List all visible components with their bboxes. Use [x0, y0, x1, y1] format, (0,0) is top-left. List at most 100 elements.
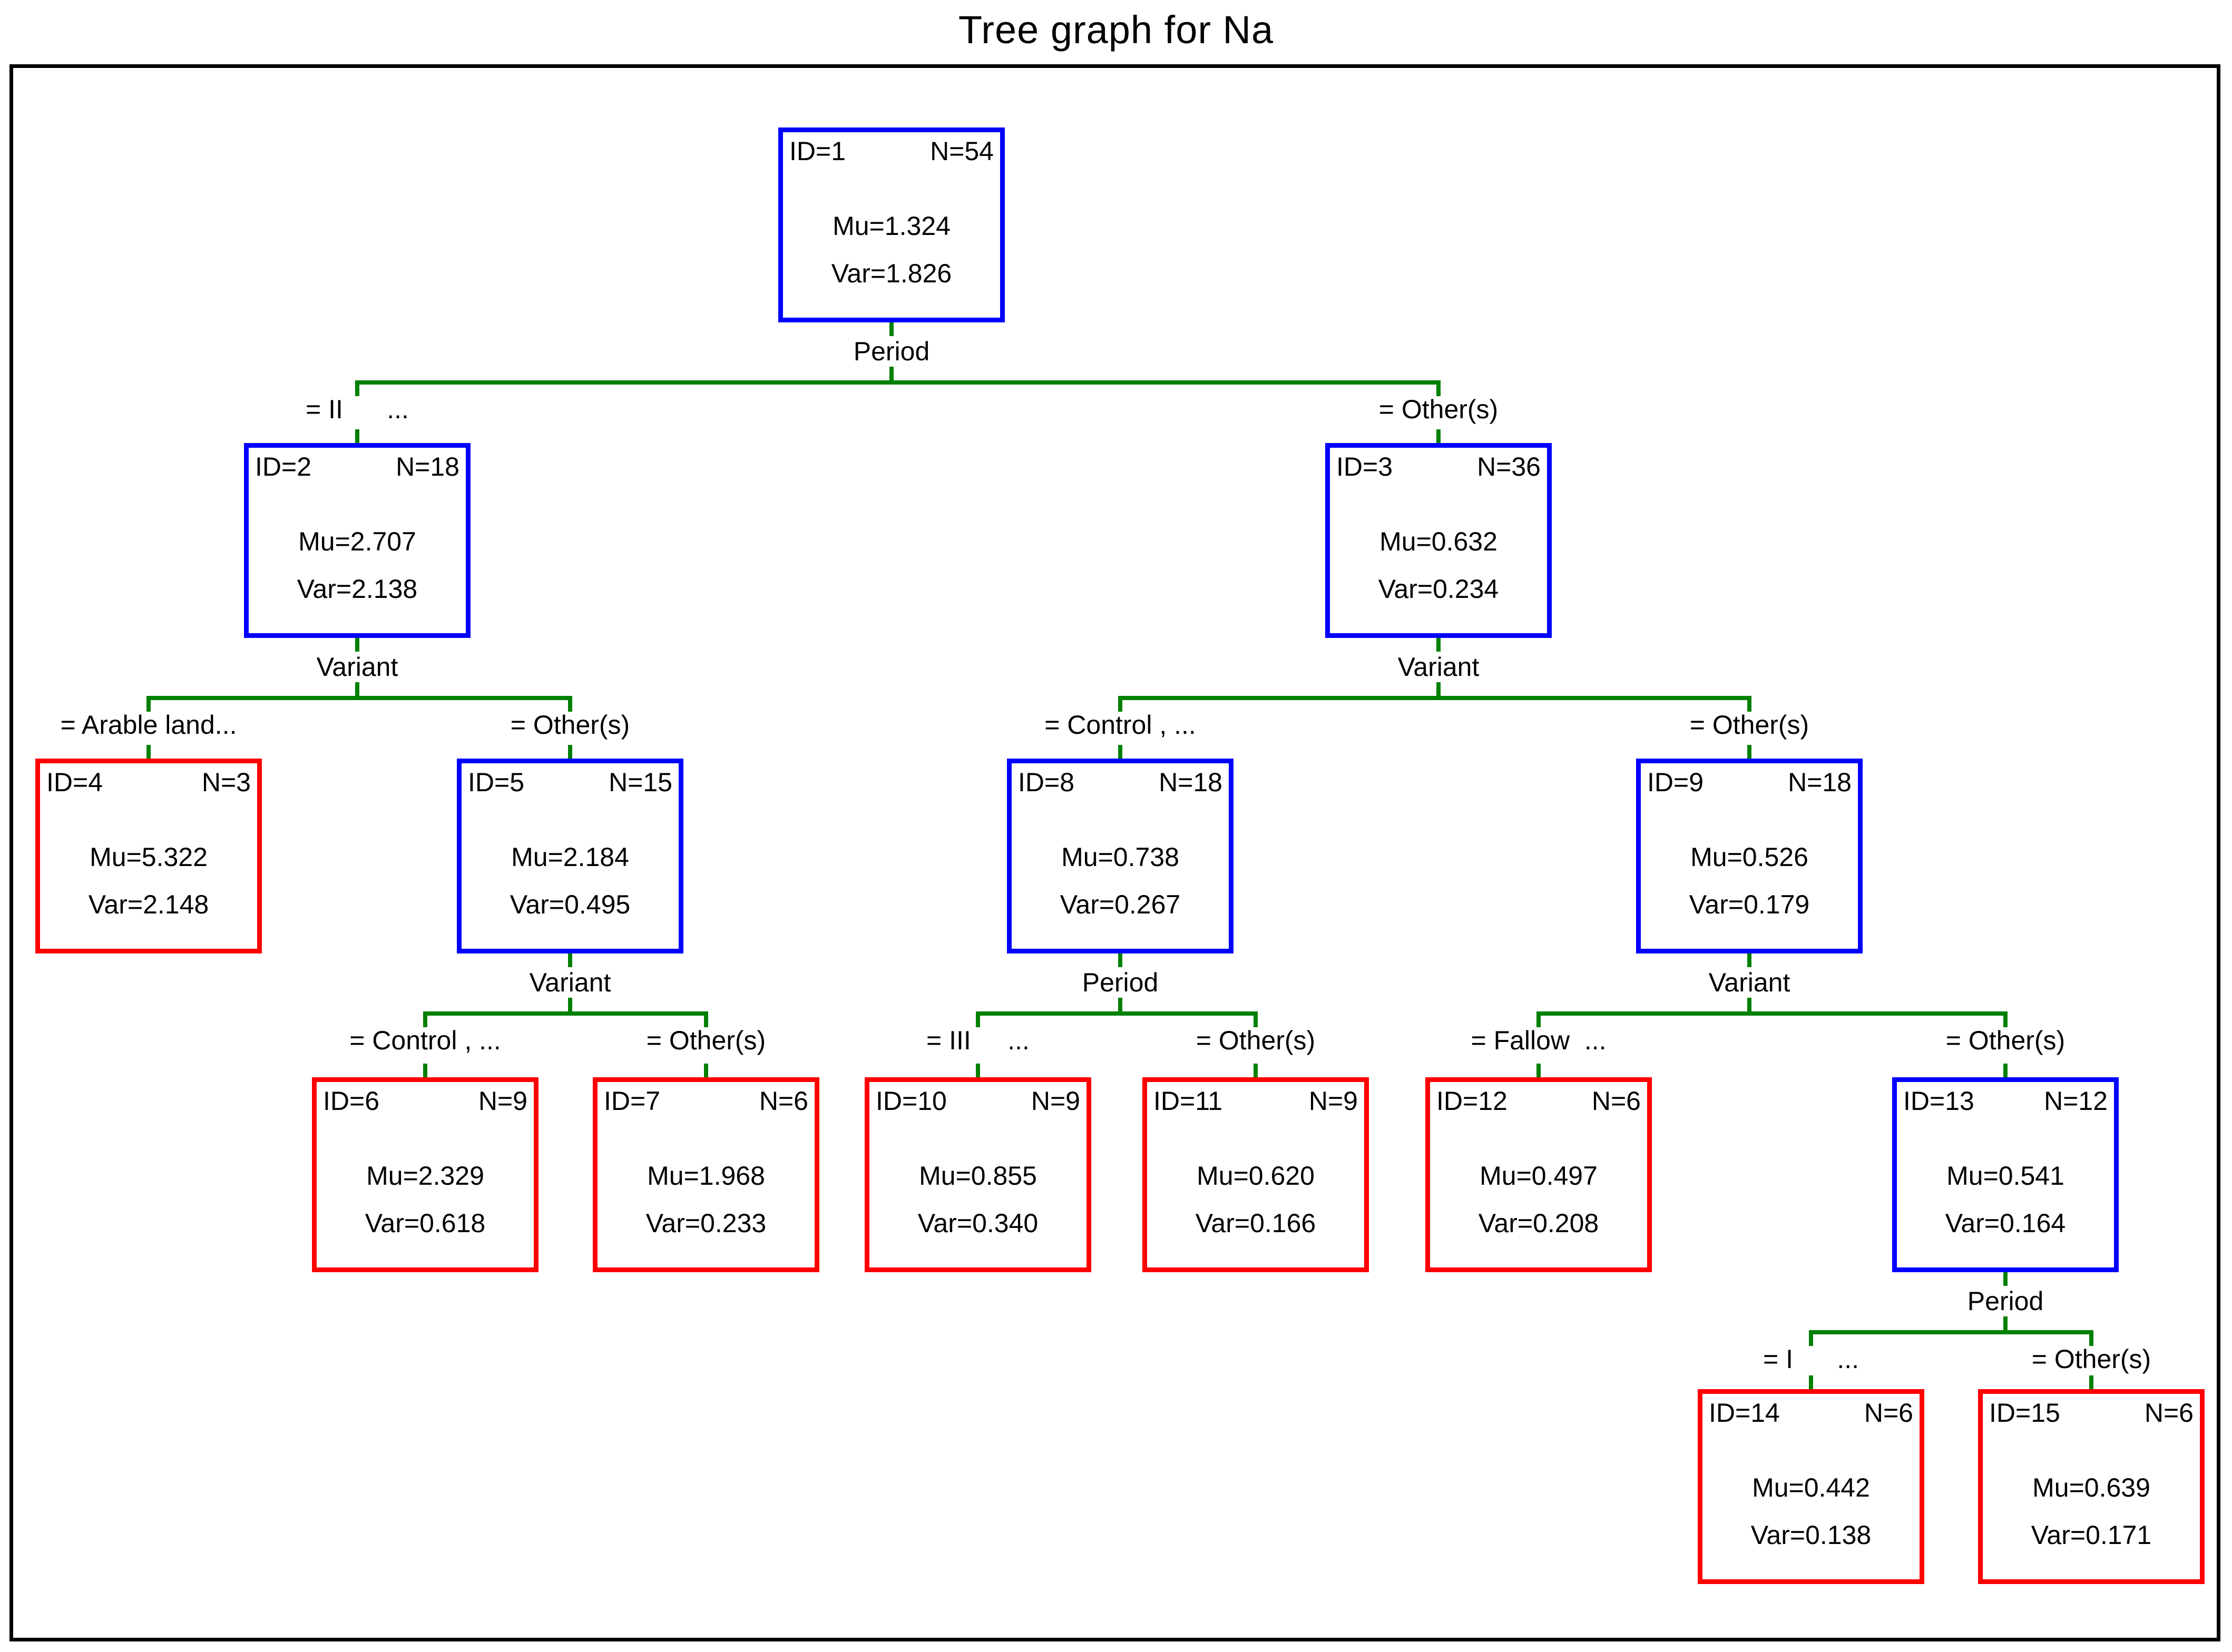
split-attribute-label: Period: [853, 337, 930, 366]
node-var: Var=0.340: [917, 1208, 1039, 1238]
branch-left-end-tick: [1118, 696, 1122, 712]
node-id: ID=6: [323, 1086, 380, 1116]
node-var: Var=0.171: [2031, 1520, 2152, 1550]
node-id: ID=5: [468, 768, 525, 797]
node-n: N=3: [201, 768, 251, 797]
branch-parent-tick: [2003, 1272, 2008, 1286]
node-mu: Mu=1.324: [833, 211, 951, 241]
node-n: N=36: [1477, 452, 1541, 481]
branch-condition-label: = Other(s): [1196, 1026, 1316, 1055]
branch-parent-tick: [889, 322, 894, 336]
node-id: ID=12: [1436, 1086, 1507, 1116]
branch-right-child-tick: [1747, 745, 1751, 759]
branch-left-end-tick: [976, 1011, 980, 1027]
tree-node-id12: ID=12 N=6 Mu=0.497 Var=0.208: [1425, 1077, 1652, 1272]
node-mu: Mu=2.184: [511, 842, 629, 872]
node-n: N=18: [1788, 768, 1852, 797]
branch-right-end-tick: [704, 1011, 708, 1027]
branch-left-child-tick: [1809, 1375, 1813, 1389]
branch-parent-tick: [1747, 953, 1751, 967]
node-n: N=9: [1308, 1086, 1358, 1116]
node-var: Var=0.164: [1945, 1208, 2066, 1238]
node-n: N=6: [2144, 1398, 2194, 1428]
branch-right-child-tick: [2089, 1375, 2093, 1389]
branch-right-end-tick: [1436, 380, 1441, 396]
branch-line: [1118, 696, 1751, 700]
branch-line: [1536, 1011, 2008, 1016]
plot-frame: [9, 64, 2220, 1641]
branch-center-tick: [889, 367, 894, 380]
branch-left-child-tick: [423, 1064, 427, 1077]
branch-right-end-tick: [1747, 696, 1751, 712]
split-attribute-label: Variant: [1397, 652, 1480, 682]
branch-condition-label: = III ...: [926, 1026, 1030, 1055]
branch-condition-label: = Control , ...: [349, 1026, 501, 1055]
node-var: Var=2.148: [88, 890, 209, 919]
node-n: N=6: [1864, 1398, 1913, 1428]
chart-title: Tree graph for Na: [958, 8, 1274, 52]
branch-condition-label: = Other(s): [646, 1026, 766, 1055]
tree-node-id11: ID=11 N=9 Mu=0.620 Var=0.166: [1142, 1077, 1369, 1272]
branch-left-child-tick: [976, 1064, 980, 1077]
branch-condition-label: = II ...: [306, 395, 409, 424]
branch-right-end-tick: [2089, 1330, 2093, 1346]
node-var: Var=0.234: [1378, 574, 1499, 604]
node-mu: Mu=2.707: [298, 527, 416, 556]
branch-line: [423, 1011, 708, 1016]
branch-left-child-tick: [355, 429, 359, 443]
node-mu: Mu=0.541: [1946, 1161, 2064, 1191]
node-mu: Mu=1.968: [647, 1161, 765, 1191]
node-id: ID=1: [789, 136, 846, 166]
node-mu: Mu=0.497: [1480, 1161, 1598, 1191]
node-id: ID=11: [1153, 1086, 1223, 1116]
node-var: Var=0.618: [365, 1208, 486, 1238]
branch-parent-tick: [355, 638, 359, 652]
branch-condition-label: = Other(s): [2031, 1344, 2151, 1374]
branch-center-tick: [2003, 1316, 2008, 1330]
node-mu: Mu=5.322: [90, 842, 208, 872]
branch-line: [1809, 1330, 2093, 1334]
branch-left-end-tick: [1809, 1330, 1813, 1346]
branch-right-child-tick: [704, 1064, 708, 1077]
branch-line: [355, 380, 1441, 385]
node-mu: Mu=0.442: [1752, 1473, 1870, 1502]
split-attribute-label: Period: [1967, 1286, 2044, 1316]
node-mu: Mu=0.526: [1690, 842, 1808, 872]
node-var: Var=1.826: [831, 259, 952, 288]
branch-parent-tick: [1118, 953, 1122, 967]
branch-left-end-tick: [355, 380, 359, 396]
node-var: Var=0.233: [645, 1208, 767, 1238]
node-n: N=9: [1031, 1086, 1080, 1116]
node-id: ID=10: [876, 1086, 947, 1116]
node-mu: Mu=0.632: [1379, 527, 1497, 556]
node-id: ID=9: [1647, 768, 1704, 797]
branch-parent-tick: [568, 953, 572, 967]
branch-line: [976, 1011, 1258, 1016]
branch-condition-label: = Other(s): [1945, 1026, 2065, 1055]
branch-left-child-tick: [1118, 745, 1122, 759]
node-n: N=12: [2044, 1086, 2108, 1116]
branch-right-child-tick: [1436, 429, 1441, 443]
branch-left-end-tick: [423, 1011, 427, 1027]
node-mu: Mu=0.620: [1197, 1161, 1315, 1191]
branch-condition-label: = Control , ...: [1044, 710, 1196, 740]
node-var: Var=0.208: [1478, 1208, 1599, 1238]
node-var: Var=2.138: [297, 574, 418, 604]
node-id: ID=4: [46, 768, 103, 797]
node-n: N=6: [1591, 1086, 1641, 1116]
branch-condition-label: = Other(s): [1378, 395, 1499, 424]
split-attribute-label: Variant: [529, 968, 611, 997]
node-n: N=18: [396, 452, 459, 481]
node-var: Var=0.166: [1195, 1208, 1316, 1238]
